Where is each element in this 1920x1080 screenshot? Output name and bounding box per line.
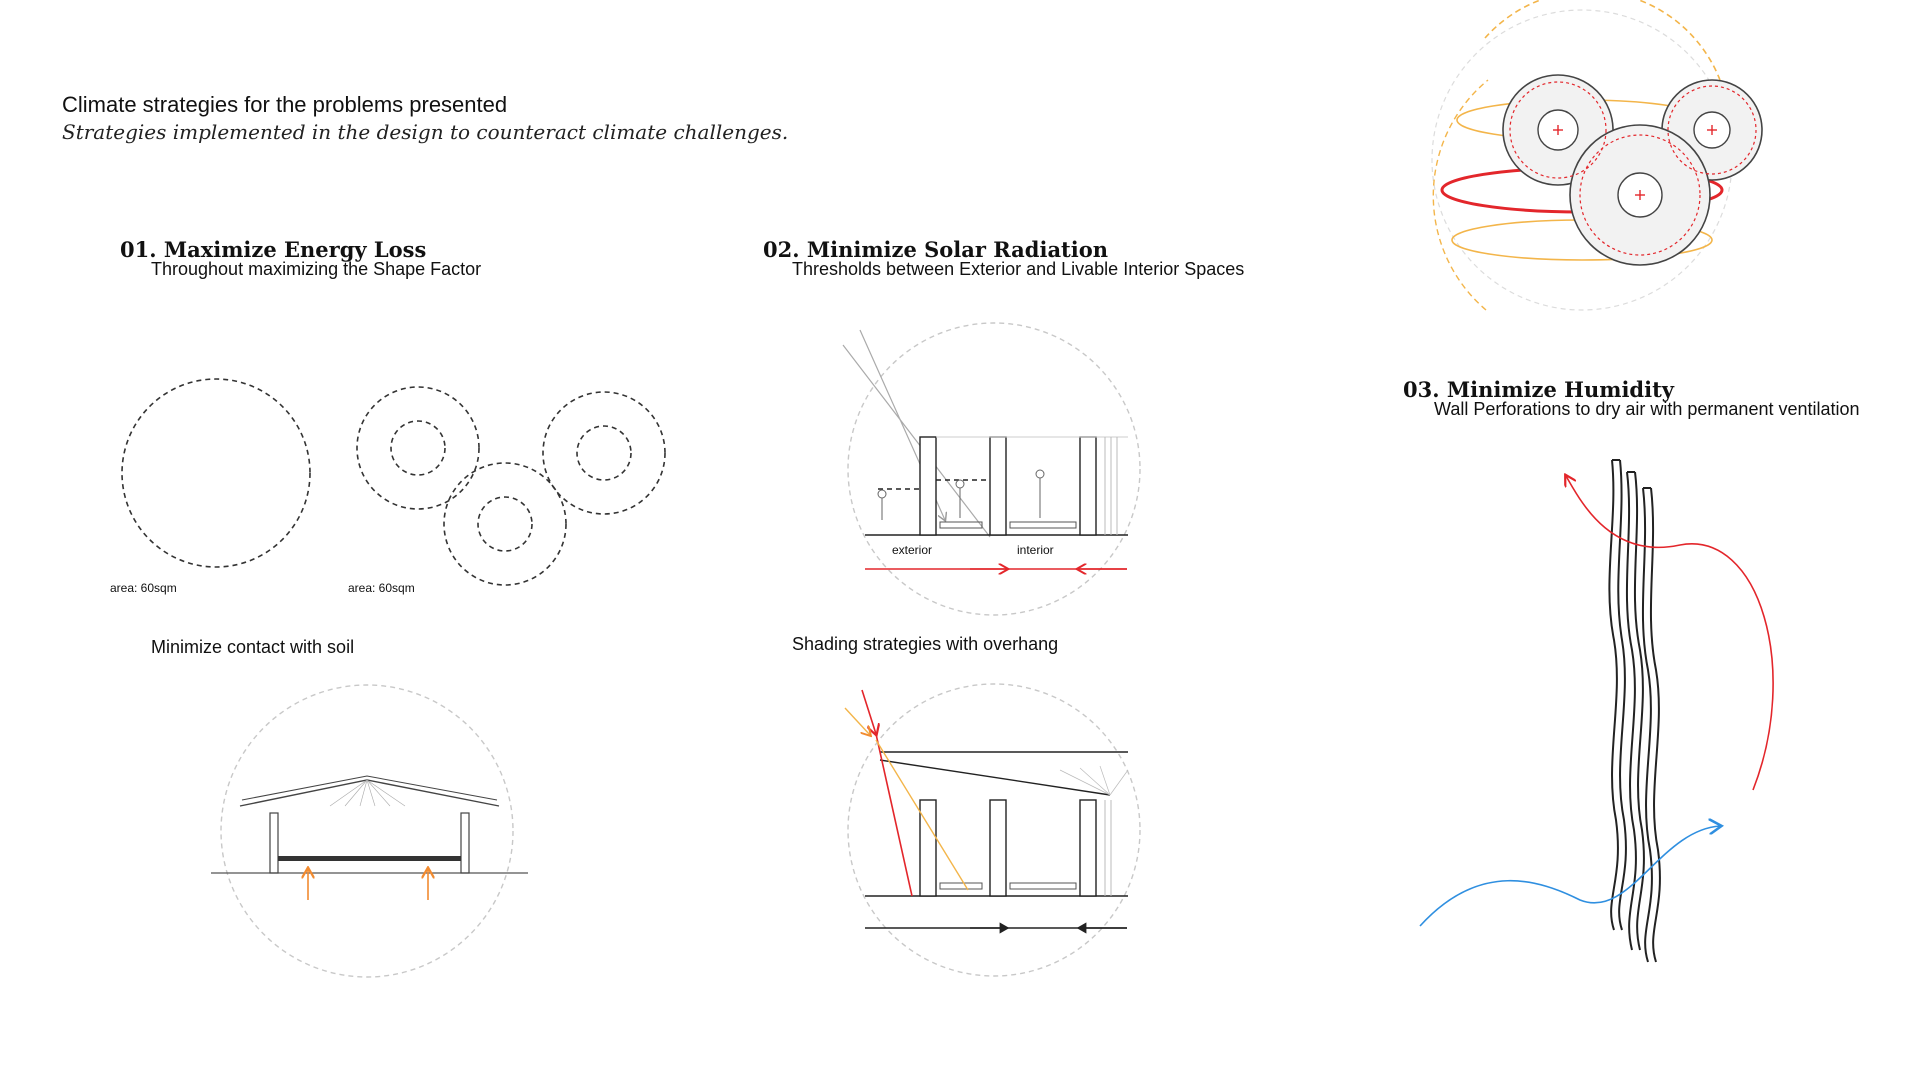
person-figures	[877, 469, 1045, 520]
section-2-subtitle: Thresholds between Exterior and Livable …	[792, 259, 1245, 279]
area-label-single: area: 60sqm	[110, 581, 177, 595]
section-3-title: 03. Minimize Humidity	[1403, 377, 1674, 402]
soil-caption: Minimize contact with soil	[151, 637, 355, 657]
page-title: Climate strategies for the problems pres…	[62, 92, 508, 117]
cool-air-flow	[1419, 826, 1720, 927]
section-2-title: 02. Minimize Solar Radiation	[763, 237, 1109, 262]
hot-air-flow	[1566, 476, 1774, 791]
area-label-cluster: area: 60sqm	[348, 581, 415, 595]
clustered-volumes-circles	[356, 386, 666, 586]
section-1-subtitle: Throughout maximizing the Shape Factor	[151, 259, 482, 279]
perforated-wall-columns	[1608, 459, 1661, 963]
raised-floor-section	[211, 684, 528, 978]
page-subtitle: Strategies implemented in the design to …	[62, 120, 789, 144]
section-1-title: 01. Maximize Energy Loss	[120, 237, 427, 262]
label-interior: interior	[1017, 543, 1054, 557]
overhang-section	[844, 683, 1141, 977]
overhang-caption: Shading strategies with overhang	[792, 634, 1059, 654]
label-exterior: exterior	[892, 543, 933, 557]
section-3-subtitle: Wall Perforations to dry air with perman…	[1434, 399, 1860, 419]
axonometric-plan	[1431, 0, 1763, 311]
single-volume-circle	[121, 378, 311, 568]
threshold-section	[842, 322, 1141, 616]
